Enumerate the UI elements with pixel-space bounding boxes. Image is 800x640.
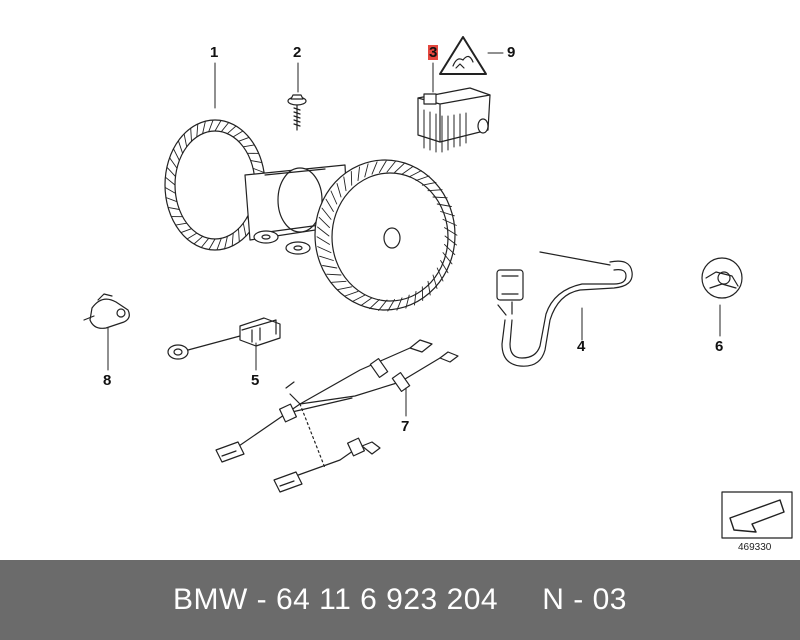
- diagram-reference-number: 469330: [738, 542, 772, 553]
- callout-2: 2: [293, 44, 302, 61]
- callout-3-highlighted: 3: [428, 44, 439, 61]
- blower-motor-assembly: [164, 119, 458, 312]
- temperature-sensor-harness: [496, 251, 633, 367]
- small-sensor: [83, 293, 130, 329]
- diagram-drawing: [83, 36, 793, 539]
- sensor-cable-lug: [167, 317, 281, 360]
- callout-5: 5: [251, 372, 260, 389]
- blower-resistor: [417, 87, 491, 153]
- part-number-footer: BMW - 64 11 6 923 204 N - 03: [0, 560, 800, 640]
- part-number-text: BMW - 64 11 6 923 204 N - 03: [173, 583, 627, 616]
- warning-label-triangle: [439, 36, 487, 75]
- wiring-harness: [215, 339, 459, 493]
- callout-4: 4: [577, 338, 586, 355]
- callout-1: 1: [210, 44, 219, 61]
- parts-diagram: 1 2 3 9 4 6 8 5 7 469330: [83, 36, 793, 553]
- screw: [287, 94, 307, 131]
- callout-7: 7: [401, 418, 410, 435]
- orientation-arrow-icon: [721, 491, 793, 539]
- callout-6: 6: [715, 338, 724, 355]
- callout-9: 9: [507, 44, 516, 61]
- callout-8: 8: [103, 372, 112, 389]
- round-cap: [701, 257, 743, 299]
- leader-lines: [107, 52, 721, 417]
